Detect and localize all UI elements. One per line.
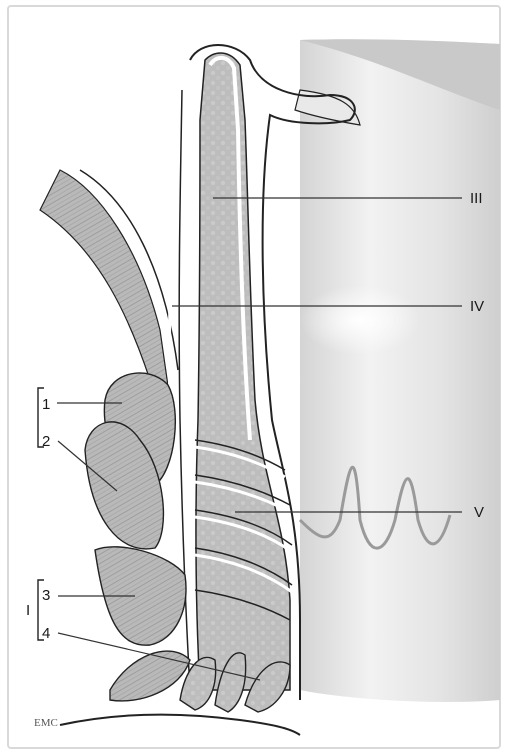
lumen-highlight (300, 285, 420, 355)
label-IV: IV (470, 298, 484, 315)
label-3: 3 (42, 587, 50, 604)
label-1: 1 (42, 396, 50, 413)
label-group-I: I (26, 602, 30, 619)
label-V: V (474, 504, 484, 521)
label-III: III (470, 190, 483, 207)
artist-signature: EMC (34, 717, 58, 729)
label-4: 4 (42, 625, 50, 642)
rectal-lumen (300, 39, 500, 702)
label-2: 2 (42, 433, 50, 450)
